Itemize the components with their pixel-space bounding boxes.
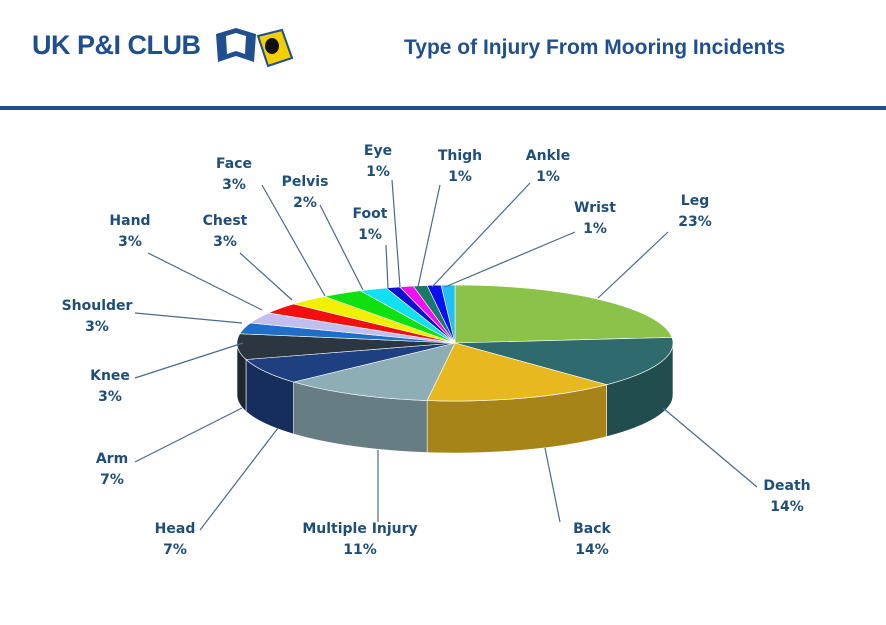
header-divider [0,106,886,110]
slice-value-label: 1% [358,227,382,243]
slice-label: Thigh [438,148,482,164]
slice-label: Death [763,478,810,494]
slice-label: Hand [109,213,150,229]
leader-line [662,407,758,488]
leader-line [134,407,243,463]
slice-label: Chest [203,213,248,229]
leader-line [261,184,326,297]
logo-flags-icon [216,28,294,68]
leader-line [431,182,531,288]
leader-line [147,252,263,311]
slice-value-label: 11% [343,542,377,558]
slice-label: Wrist [574,200,616,216]
slice-label: Ankle [526,148,570,164]
slice-value-label: 3% [222,177,246,193]
slice-value-label: 1% [583,221,607,237]
pie-slice-multiple-injury [292,342,456,401]
leader-line [239,252,293,301]
pie-slice-back [426,342,608,402]
slice-value-label: 23% [678,214,712,230]
slice-value-label: 7% [163,542,187,558]
slice-label: Knee [90,368,130,384]
chart-title: Type of Injury From Mooring Incidents [404,36,786,59]
slice-value-label: 14% [770,499,804,515]
leader-line [385,244,389,289]
slice-value-label: 3% [85,319,109,335]
slice-label: Face [216,156,252,172]
slice-value-label: 1% [366,164,390,180]
slice-label: Head [155,521,196,537]
slice-value-label: 7% [100,472,124,488]
pie-slice-death [454,337,674,385]
leader-line [319,204,364,291]
leader-line [134,342,244,379]
pie-slice-wrist [440,284,456,344]
leader-line [597,231,669,299]
leader-line [199,427,279,531]
slice-label: Multiple Injury [302,521,417,537]
slice-value-label: 1% [448,169,472,185]
leader-line [134,312,243,324]
slice-label: Eye [364,143,392,159]
leader-line [391,179,401,288]
slice-value-label: 3% [213,234,237,250]
slice-value-label: 3% [98,389,122,405]
leader-line [444,231,576,288]
slice-label: Shoulder [62,298,133,314]
leader-line [417,184,441,288]
slice-value-label: 3% [118,234,142,250]
logo-text: UK P&I CLUB [32,30,201,60]
slice-label: Leg [681,193,709,209]
pie-slice-leg [454,284,673,344]
slice-value-label: 2% [293,195,317,211]
slice-label: Foot [353,206,388,222]
leader-line [544,447,561,523]
slice-value-label: 14% [575,542,609,558]
slice-label: Pelvis [282,174,329,190]
slice-value-label: 1% [536,169,560,185]
slice-label: Arm [96,451,128,467]
slice-label: Back [573,521,611,537]
